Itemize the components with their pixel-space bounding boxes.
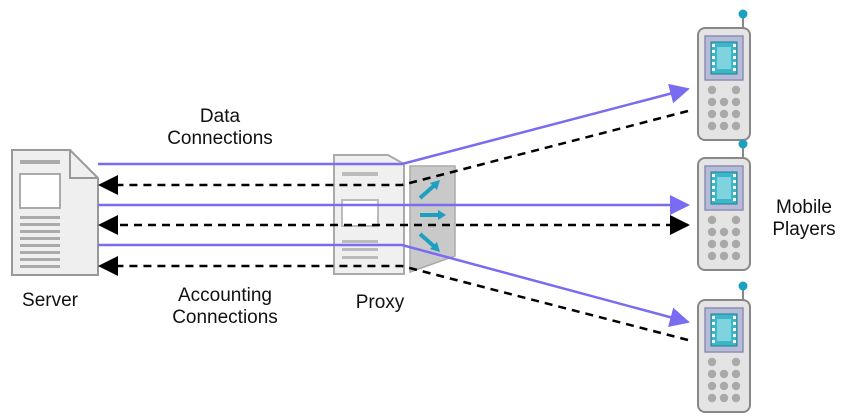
- mobile-players-label-line-1: Mobile: [776, 197, 832, 218]
- mobile-players-label-line-2: Players: [772, 219, 836, 240]
- antenna-icon: [738, 281, 748, 302]
- keypad: [707, 215, 741, 261]
- server-label: Server: [22, 290, 78, 311]
- keypad: [707, 85, 741, 131]
- data-connection-line-1: [98, 83, 690, 166]
- accounting-connections-label-line-2: Connections: [172, 307, 278, 328]
- proxy-label: Proxy: [355, 292, 405, 313]
- data-connections-label-line-1: Data: [199, 106, 241, 127]
- data-connections-label-line-2: Connections: [167, 128, 273, 149]
- accounting-connection-line-3: [98, 256, 689, 342]
- proxy-icon: [333, 154, 456, 275]
- server-icon: [11, 149, 99, 276]
- accounting-connection-line-1: [98, 109, 689, 195]
- antenna-icon: [738, 9, 748, 30]
- mobile-phone-icon: [697, 9, 751, 141]
- keypad: [707, 357, 741, 403]
- data-connections-label: Data Connections: [150, 106, 290, 150]
- accounting-connections-label: Accounting Connections: [150, 285, 300, 329]
- accounting-connections: [98, 109, 690, 342]
- data-connection-line-3: [98, 243, 690, 327]
- antenna-icon: [738, 139, 748, 160]
- mobile-players-label: Mobile Players: [760, 197, 848, 241]
- mobile-phone-icon: [697, 281, 751, 413]
- data-connections: [98, 83, 690, 327]
- accounting-connections-label-line-1: Accounting: [177, 285, 272, 306]
- mobile-phone-icon: [697, 139, 751, 271]
